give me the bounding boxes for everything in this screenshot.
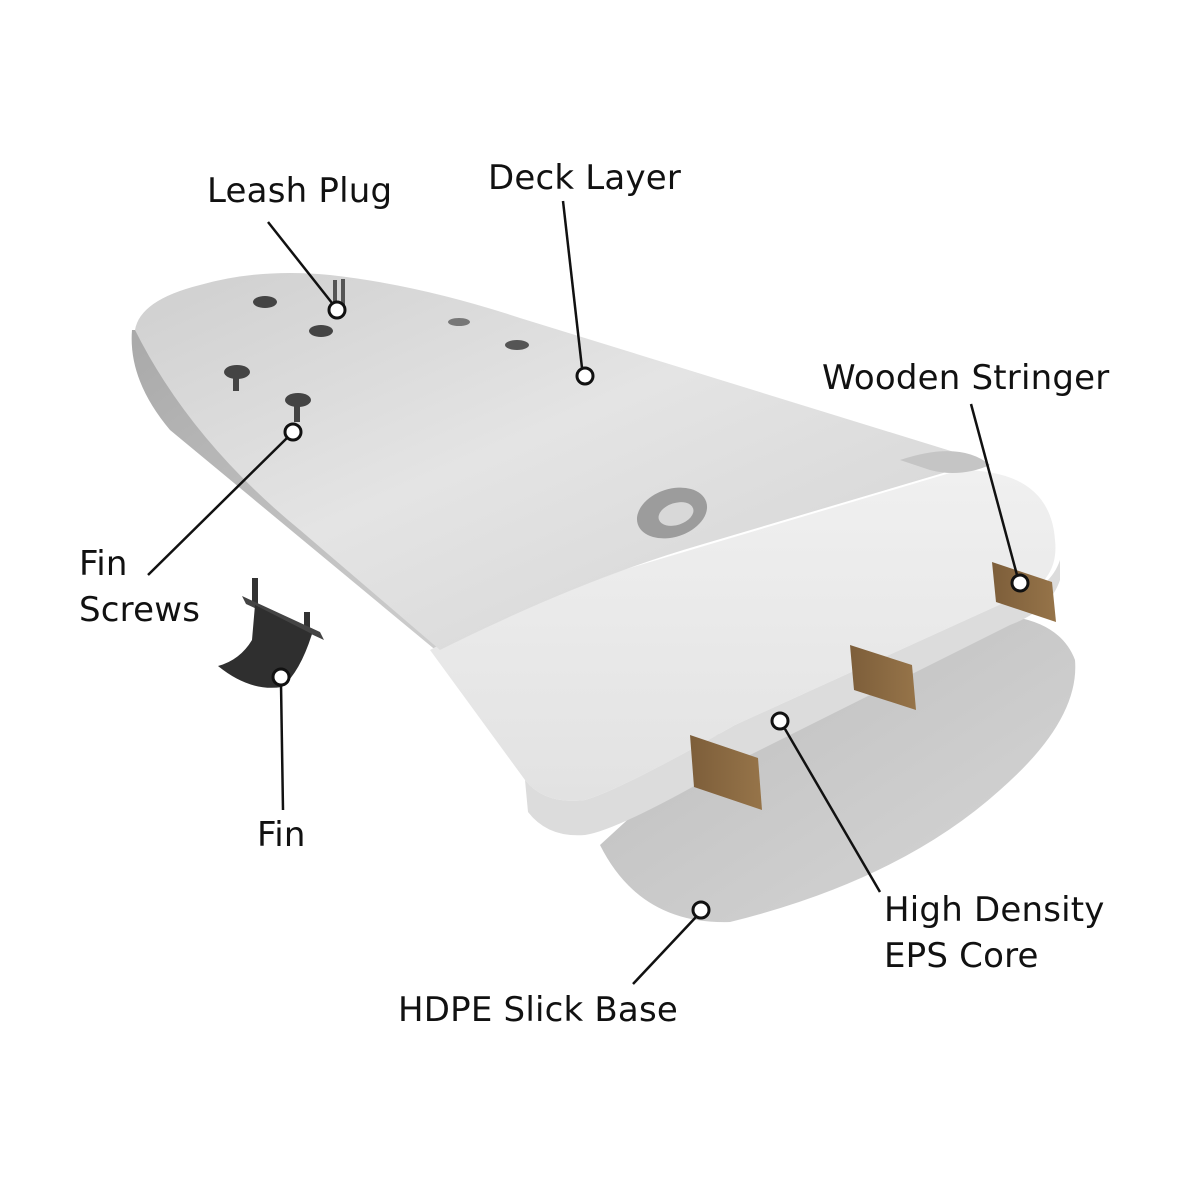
label-text-line1: High Density [884, 890, 1105, 930]
callout-dots [271, 300, 1030, 920]
slick-base-layer [600, 615, 1076, 923]
label-text: Leash Plug [207, 171, 393, 211]
label-leash-plug: Leash Plug [207, 168, 392, 214]
label-deck-layer: Deck Layer [488, 155, 681, 201]
label-fin: Fin [257, 812, 306, 858]
brand-logo [636, 487, 708, 539]
label-slick-base: HDPE Slick Base [398, 987, 678, 1033]
label-wooden-stringer: Wooden Stringer [822, 355, 1109, 401]
label-text: Fin [257, 815, 306, 855]
label-text: Deck Layer [488, 158, 682, 198]
label-text-line2: Screws [79, 590, 201, 630]
leader-lines [147, 200, 1019, 985]
fin-part [218, 578, 324, 688]
label-text-line2: EPS Core [884, 936, 1039, 976]
eps-core-layer [430, 470, 1060, 836]
label-text-line1: Fin [79, 544, 128, 584]
wooden-stringers [690, 562, 1056, 810]
deck-hardware [224, 279, 529, 422]
label-fin-screws: Fin Screws [79, 541, 200, 633]
label-eps-core: High Density EPS Core [884, 887, 1105, 979]
deck-layer-sheet [135, 272, 990, 650]
label-text: Wooden Stringer [822, 358, 1110, 398]
label-text: HDPE Slick Base [398, 990, 678, 1030]
